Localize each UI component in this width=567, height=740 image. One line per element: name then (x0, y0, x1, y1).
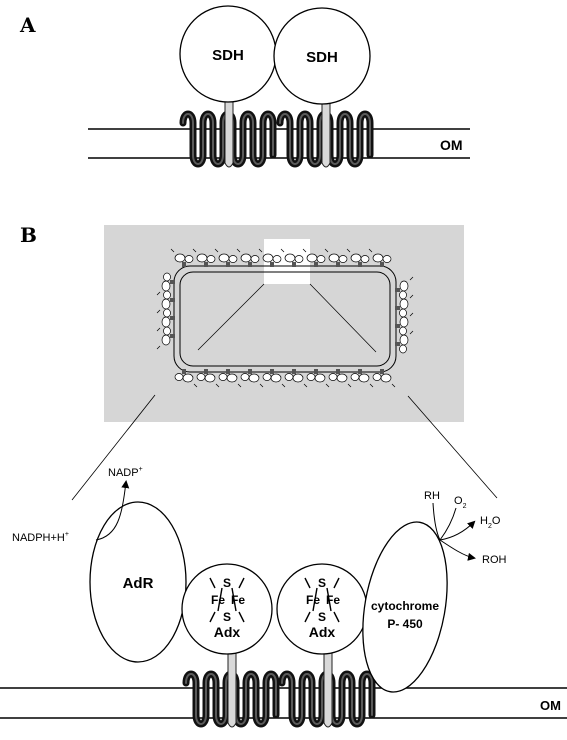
roh-label: ROH (482, 554, 507, 566)
panel-b-letter: B (20, 223, 37, 247)
h2o-label: H2O (480, 515, 501, 530)
roh-output-arrow (439, 539, 476, 561)
panel-a-letter: A (19, 13, 36, 37)
sdh-label-right: SDH (306, 49, 338, 66)
rh-label: RH (424, 490, 440, 502)
sdh-protein-right (273, 7, 371, 105)
om-label-b: OM (540, 698, 561, 713)
inset-zoom-line-left (197, 283, 265, 351)
p450-label-line2: P- 450 (387, 617, 423, 631)
nadph-reaction-arrow (95, 480, 130, 541)
zoom-line-right (407, 395, 498, 499)
adx-left-label: Adx (214, 624, 241, 640)
om-label-a: OM (440, 137, 463, 153)
adx-left-fe-right: Fe (231, 593, 245, 607)
fe-s-cluster-bonds-left (209, 577, 245, 623)
adx-left-s-bottom: S (223, 610, 231, 624)
nadp-label: NADP+ (108, 466, 143, 479)
outer-membrane-a (88, 128, 470, 159)
sdh-label-left: SDH (212, 47, 244, 64)
adx-left-fe-left: Fe (211, 593, 225, 607)
o2-input-line (439, 507, 457, 541)
adx-left-s-top: S (223, 576, 231, 590)
adx-right-label: Adx (309, 624, 336, 640)
h2o-output-arrow (439, 520, 476, 541)
inset-zoom-line-right (309, 283, 377, 353)
adx-protein-left: S Fe Fe S Adx (181, 563, 273, 655)
transmembrane-domain-b-right (282, 645, 372, 727)
adx-right-fe-right: Fe (326, 593, 340, 607)
adx-protein-right: S Fe Fe S Adx (276, 563, 368, 655)
adr-label: AdR (123, 575, 154, 592)
nadph-label: NADPH+H+ (12, 531, 69, 544)
o2-label: O2 (454, 495, 467, 510)
panel-a: A SDH SDH OM (19, 5, 470, 167)
cytochrome-p450-protein (362, 521, 448, 693)
transmembrane-domain-b-left (186, 645, 276, 727)
adx-right-fe-left: Fe (306, 593, 320, 607)
outer-membrane-b (0, 687, 567, 719)
panel-b: B AdR (0, 223, 567, 727)
adx-right-s-top: S (318, 576, 326, 590)
rh-input-line (432, 502, 441, 541)
fe-s-cluster-bonds-right (304, 577, 340, 623)
p450-label-line1: cytochrome (371, 599, 439, 613)
adx-right-s-bottom: S (318, 610, 326, 624)
zoom-line-left (71, 394, 156, 501)
mitochondrion-inset (104, 225, 464, 422)
adr-protein (89, 501, 187, 663)
